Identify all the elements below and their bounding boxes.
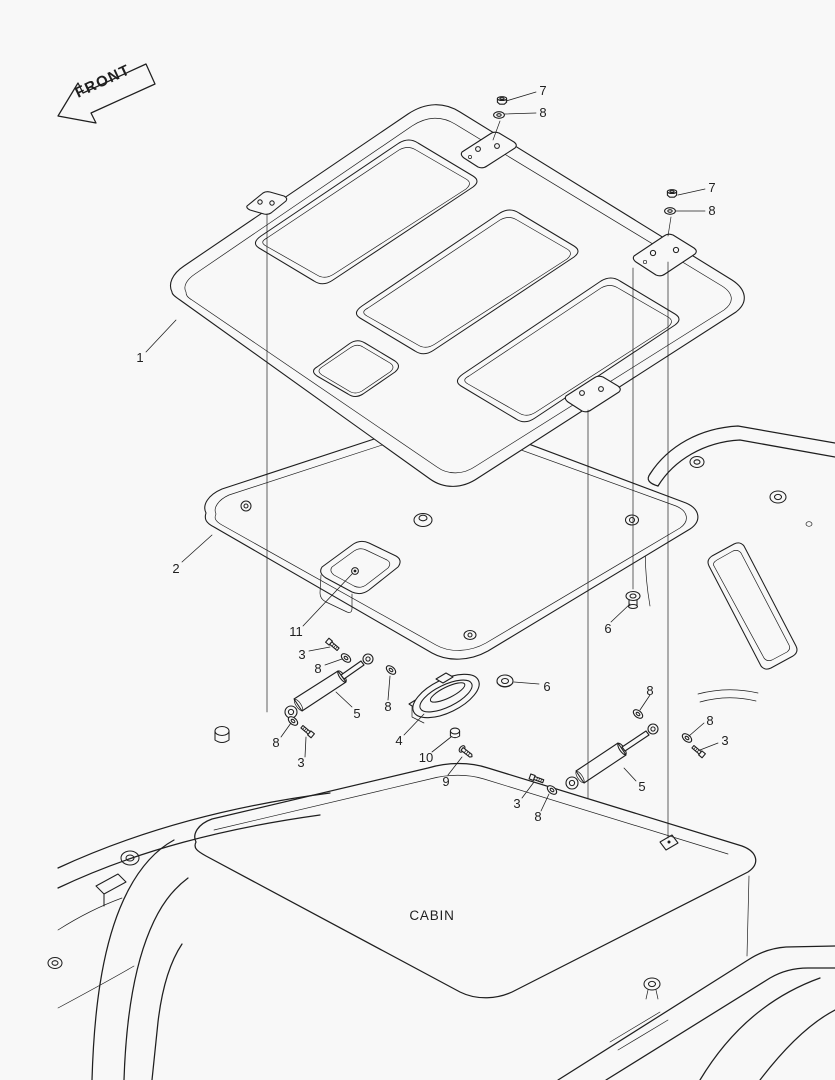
handle-part4: [408, 672, 480, 724]
pillar-cap: [120, 850, 140, 866]
hinge-bracket: [564, 375, 621, 413]
part-callout: 8: [708, 203, 715, 218]
part-callout: 5: [353, 706, 360, 721]
part-callout: 8: [272, 735, 279, 750]
part-callout: 11: [289, 624, 303, 639]
part-callout: 2: [172, 561, 179, 576]
part-callout: 9: [442, 774, 449, 789]
roof-opening: [194, 762, 757, 999]
washer-part8: [384, 663, 398, 677]
roof-panel-outline: [169, 104, 745, 487]
grommet-part6-left: [496, 674, 514, 688]
part-callout: 1: [136, 350, 143, 365]
latch-recess: [320, 540, 401, 595]
cabin-right-roof-edge: [649, 425, 835, 475]
callout-labels: 7 8 7 8 1 2 11 3 8 5 8 8 3 4 10 9 6 6 8 …: [136, 83, 728, 824]
nut-part7: [666, 189, 678, 198]
roof-front-edge: [57, 792, 331, 869]
strut-eye: [647, 723, 659, 735]
hinge-bracket: [632, 233, 697, 277]
inner-panel-outline: [204, 418, 699, 660]
strut-eye: [362, 653, 374, 665]
washer-part8: [664, 207, 676, 215]
inner-panel-part2: [204, 418, 699, 660]
cabin-right-panel: [707, 542, 798, 670]
projection-lines: [266, 213, 669, 839]
cabin-label: CABIN: [409, 908, 454, 923]
hinge-bracket: [246, 191, 288, 215]
rib-pad-2: [355, 209, 579, 355]
panel2-hole-bottom: [463, 629, 477, 641]
panel2-hole-right: [624, 514, 640, 526]
screw-part9: [458, 745, 473, 758]
strut-eye: [565, 776, 579, 790]
leader-lines: [145, 91, 719, 812]
small-pad: [312, 340, 400, 398]
part-callout: 3: [721, 733, 728, 748]
front-label: FRONT: [73, 61, 134, 101]
roof-panel-part1: [169, 104, 745, 487]
part-callout: 7: [708, 180, 715, 195]
handle-tab: [435, 672, 454, 684]
front-arrow-shape: [57, 63, 156, 124]
part-callout: 6: [604, 621, 611, 636]
bolt-part3: [690, 744, 706, 759]
washer-part8: [339, 651, 353, 665]
part-callout: 8: [314, 661, 321, 676]
strut-rod: [340, 660, 365, 680]
pillar-bracket: [95, 873, 127, 907]
grommet-part6-right: [625, 590, 641, 610]
washer-part8: [493, 111, 505, 119]
part-callout: 3: [298, 647, 305, 662]
front-pillar: [91, 839, 175, 1080]
latch-screw-part11: [351, 567, 359, 575]
part-callout: 4: [395, 733, 402, 748]
panel2-hole: [240, 500, 252, 512]
roof-stud: [214, 725, 230, 737]
part-callout: 8: [539, 105, 546, 120]
bolt-part3: [325, 637, 341, 652]
part-callout: 10: [419, 750, 433, 765]
part-callout: 3: [297, 755, 304, 770]
strut-cylinder: [575, 742, 627, 784]
grommet-part10: [449, 727, 461, 739]
gas-strut-left-part5: [284, 653, 374, 719]
gas-strut-right-part5: [565, 723, 659, 790]
strut-cylinder: [293, 670, 347, 712]
front-arrow: FRONT: [57, 61, 156, 124]
part-callout: 6: [543, 679, 550, 694]
nut-part7: [496, 96, 508, 105]
antenna-base: [643, 977, 661, 991]
rear-roof-edge: [557, 945, 835, 1080]
strut-rod: [621, 730, 650, 752]
cabin-structure: [47, 425, 835, 1080]
part-callout: 8: [534, 809, 541, 824]
cabin-cap-right: [769, 490, 787, 504]
bolt-part3: [299, 724, 315, 739]
washer-part8: [631, 707, 645, 721]
part-callout: 8: [706, 713, 713, 728]
part-callout: 5: [638, 779, 645, 794]
part-callout: 7: [539, 83, 546, 98]
bolt-part3: [528, 773, 545, 785]
panel2-dome: [413, 512, 433, 528]
part-callout: 8: [384, 699, 391, 714]
part-callout: 3: [513, 796, 520, 811]
part-callout: 8: [646, 683, 653, 698]
cabin-cap-left: [689, 455, 705, 469]
rib-pad-1: [254, 139, 478, 285]
rib-pad-3: [456, 277, 680, 423]
